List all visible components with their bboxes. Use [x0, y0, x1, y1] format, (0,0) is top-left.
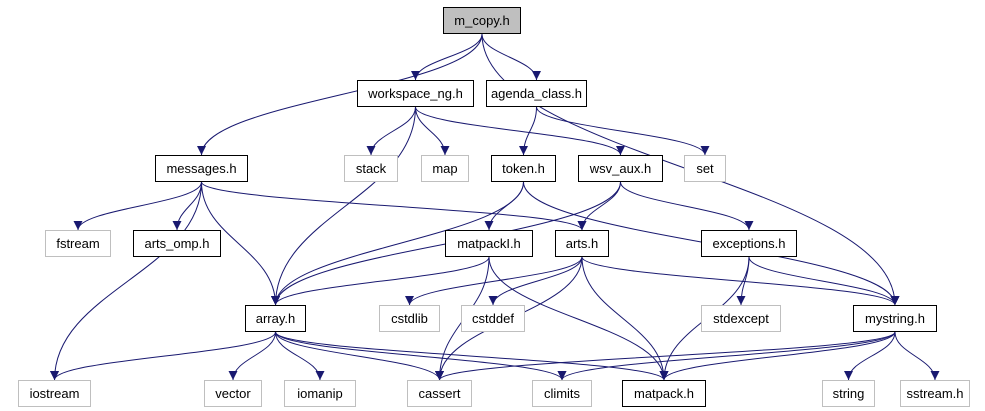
edge-wsv_aux-to-exceptions [620, 181, 754, 231]
node-stack: stack [344, 155, 398, 182]
edge-mystring-to-climits [557, 331, 896, 381]
node-exceptions[interactable]: exceptions.h [701, 230, 797, 257]
node-arts[interactable]: arts.h [555, 230, 609, 257]
node-cassert: cassert [407, 380, 472, 407]
node-matpack[interactable]: matpack.h [622, 380, 706, 407]
node-agenda-class[interactable]: agenda_class.h [486, 80, 587, 107]
edge-agenda_class-to-set [536, 106, 710, 156]
node-array[interactable]: array.h [245, 305, 306, 332]
edge-array-to-iomanip [275, 331, 325, 381]
node-sstream: sstream.h [900, 380, 970, 407]
edge-mystring-to-sstream [894, 331, 940, 381]
edge-wsv_aux-to-arts [577, 181, 621, 231]
edge-matpackI-to-array [271, 256, 490, 306]
node-matpacki[interactable]: matpackI.h [445, 230, 533, 257]
node-map: map [421, 155, 469, 182]
edge-arts-to-cstddef [488, 256, 583, 306]
edge-workspace_ng-to-array [271, 106, 416, 306]
node-arts-omp[interactable]: arts_omp.h [133, 230, 221, 257]
edge-m_copy-to-agenda_class [481, 33, 541, 81]
edge-arts-to-mystring [581, 256, 900, 306]
node-string: string [822, 380, 875, 407]
node-cstddef: cstddef [461, 305, 525, 332]
node-iostream: iostream [18, 380, 91, 407]
edge-messages-to-arts [201, 181, 587, 231]
edge-arts-to-matpack [581, 256, 669, 381]
edge-mystring-to-cassert [435, 331, 896, 381]
edge-workspace_ng-to-stack [366, 106, 416, 156]
node-fstream: fstream [45, 230, 111, 257]
node-vector: vector [204, 380, 262, 407]
node-iomanip: iomanip [284, 380, 356, 407]
edge-messages-to-fstream [73, 181, 202, 231]
edge-mystring-to-string [844, 331, 896, 381]
node-climits: climits [532, 380, 592, 407]
node-workspace-ng[interactable]: workspace_ng.h [357, 80, 474, 107]
edge-workspace_ng-to-map [415, 106, 450, 156]
node-mystring[interactable]: mystring.h [853, 305, 937, 332]
node-set: set [684, 155, 726, 182]
edge-array-to-matpack [275, 331, 669, 381]
edge-agenda_class-to-token [519, 106, 537, 156]
edge-workspace_ng-to-wsv_aux [415, 106, 625, 156]
edge-array-to-iostream [50, 331, 276, 381]
node-cstdlib: cstdlib [379, 305, 440, 332]
edge-arts-to-cstdlib [405, 256, 583, 306]
node-m-copy[interactable]: m_copy.h [443, 7, 521, 34]
node-messages[interactable]: messages.h [155, 155, 248, 182]
edge-matpackI-to-matpack [488, 256, 669, 381]
node-token[interactable]: token.h [491, 155, 556, 182]
node-wsv-aux[interactable]: wsv_aux.h [578, 155, 663, 182]
edge-array-to-vector [228, 331, 276, 381]
edge-messages-to-iostream [50, 181, 202, 381]
edge-token-to-array [271, 181, 524, 306]
edge-array-to-climits [275, 331, 567, 381]
edge-m_copy-to-messages [197, 33, 483, 156]
edge-mystring-to-matpack [659, 331, 896, 381]
edge-array-to-cassert [275, 331, 444, 381]
node-stdexcept: stdexcept [701, 305, 781, 332]
edge-exceptions-to-mystring [748, 256, 900, 306]
edge-m_copy-to-workspace_ng [411, 33, 483, 81]
edge-messages-to-array [201, 181, 280, 306]
